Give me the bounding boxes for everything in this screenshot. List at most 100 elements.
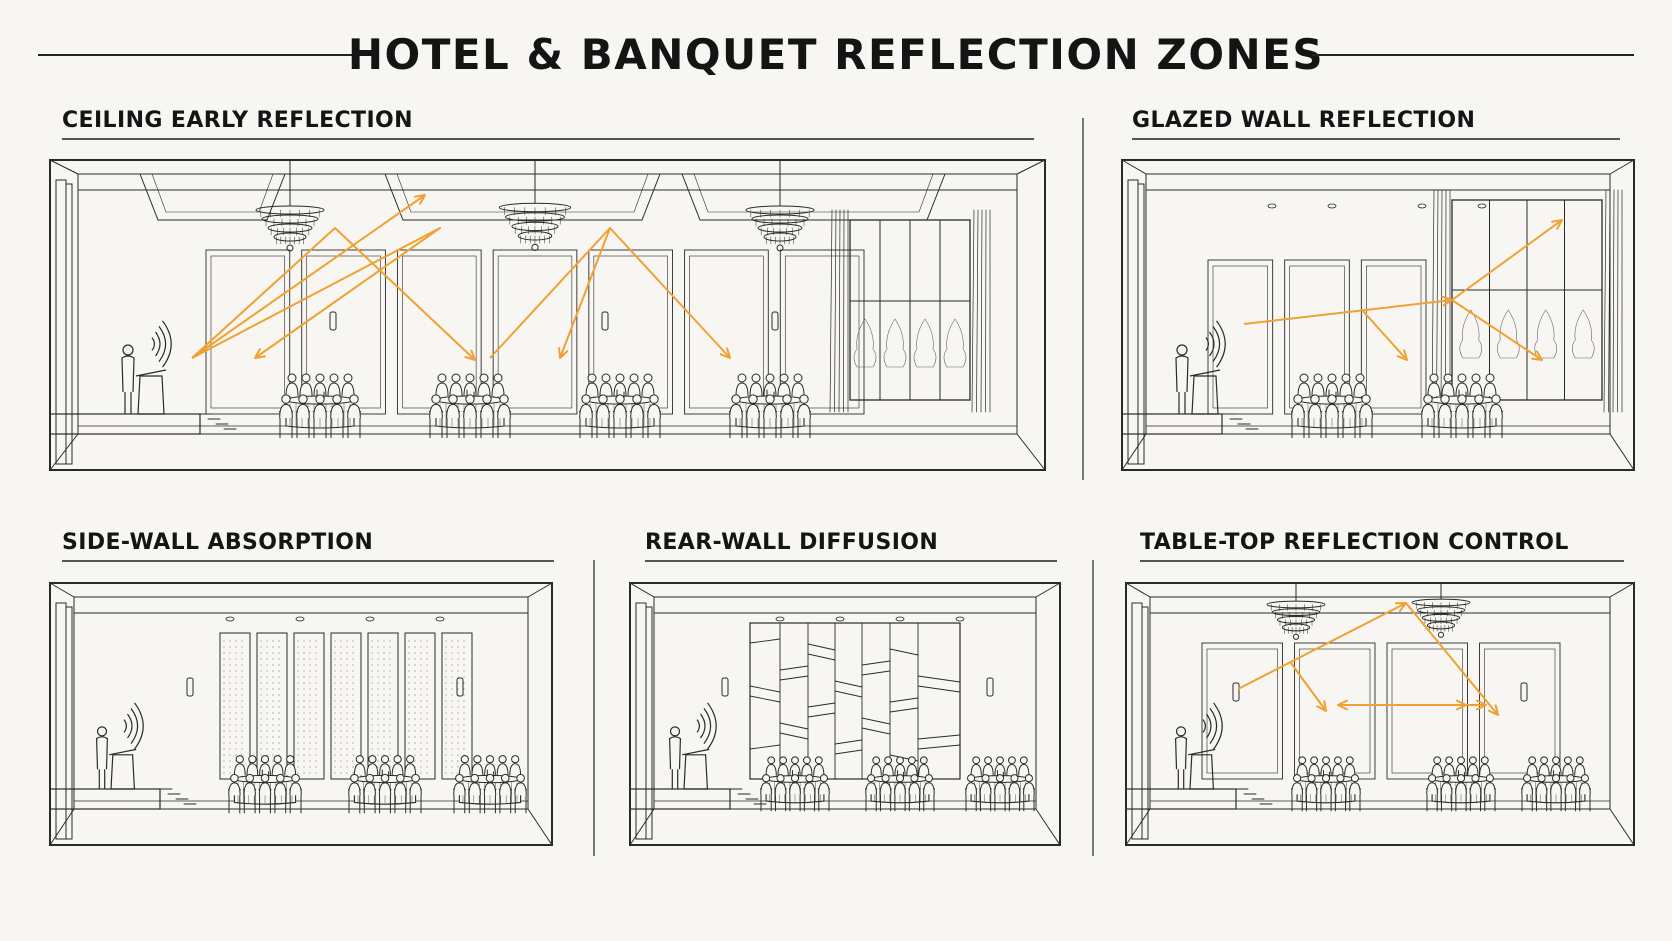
seated-guest — [729, 394, 743, 419]
recessed-lights — [225, 616, 445, 622]
seated-guest — [735, 373, 749, 397]
seated-guest — [404, 755, 417, 776]
seated-guest — [965, 774, 977, 795]
seated-guest — [1431, 756, 1443, 776]
stage — [1125, 788, 1273, 810]
banquet-table — [1420, 373, 1504, 438]
seated-guest — [1023, 774, 1035, 795]
seated-guest — [1421, 394, 1435, 419]
reflection-arrow — [1451, 299, 1543, 361]
panel-title: TABLE-TOP REFLECTION CONTROL — [1140, 530, 1569, 555]
seated-guest — [1574, 756, 1586, 776]
seated-guest — [363, 773, 376, 796]
seated-guest — [480, 394, 494, 419]
seated-guest — [378, 773, 392, 796]
sound-waves — [123, 702, 144, 750]
separator-bottom-right — [1092, 560, 1094, 856]
fabric-texture — [408, 640, 428, 774]
seated-guest — [228, 773, 241, 796]
stage — [629, 788, 767, 810]
seated-guest — [483, 773, 497, 796]
seated-guest — [449, 373, 463, 397]
seated-guest — [1308, 394, 1322, 419]
separator-top — [1082, 118, 1084, 480]
absorption-panels — [219, 632, 473, 780]
seated-guest — [803, 774, 816, 795]
banquet-table — [278, 373, 362, 438]
seated-guest — [313, 394, 327, 419]
seated-guest — [1538, 756, 1550, 776]
reflection-arrow — [1451, 219, 1563, 301]
seated-guest — [1564, 774, 1577, 795]
reflection-arrow — [489, 227, 611, 359]
header: HOTEL & BANQUET REFLECTION ZONES — [0, 0, 1672, 110]
page-title: HOTEL & BANQUET REFLECTION ZONES — [347, 30, 1325, 79]
podium — [1189, 369, 1221, 415]
seated-guest — [258, 773, 272, 796]
panel-title: GLAZED WALL REFLECTION — [1132, 108, 1476, 133]
seated-guest — [299, 373, 313, 397]
banquet-table — [1520, 756, 1592, 812]
seated-guest — [870, 756, 882, 776]
panel-rule — [1132, 138, 1620, 140]
podium — [109, 748, 137, 790]
seated-guest — [749, 373, 763, 397]
seated-guest — [1479, 756, 1491, 776]
seated-guest — [1342, 394, 1356, 419]
reflection-arrow — [1243, 295, 1453, 325]
seated-guest — [641, 373, 655, 397]
seated-guest — [970, 756, 982, 776]
seated-guest — [1008, 774, 1021, 795]
panel-rule — [62, 560, 554, 562]
panel-title: REAR-WALL DIFFUSION — [645, 530, 939, 555]
sound-waves — [696, 702, 717, 750]
room-frame — [1125, 582, 1635, 846]
panel-rule — [62, 138, 1034, 140]
speaker-at-podium — [668, 726, 682, 789]
seated-guest — [1526, 756, 1538, 776]
seated-guest — [1297, 373, 1311, 397]
banquet-table — [1290, 756, 1362, 812]
seated-guest — [1489, 394, 1503, 419]
seated-guest — [243, 773, 256, 796]
chandelier — [1266, 582, 1326, 640]
seated-guest — [801, 756, 813, 776]
seated-guest — [994, 774, 1006, 795]
seated-guest — [1291, 774, 1303, 795]
rear-wall-room-illustration — [629, 582, 1061, 846]
seated-guest — [1325, 394, 1339, 419]
seated-guest — [1320, 774, 1332, 795]
wall-sconce — [1232, 682, 1240, 702]
wall-sconce — [771, 311, 779, 331]
wall-sconce — [329, 311, 337, 331]
wall-sconce — [456, 677, 464, 697]
ceiling-room-illustration — [49, 159, 1046, 471]
panel-rule — [1140, 560, 1624, 562]
sound-waves — [1205, 320, 1226, 368]
seated-guest — [1334, 774, 1347, 795]
seated-guest — [1296, 756, 1308, 776]
seated-guest — [1550, 774, 1562, 795]
panel-title: CEILING EARLY REFLECTION — [62, 108, 413, 133]
reflection-arrow — [191, 194, 426, 359]
panel-rule — [645, 560, 1057, 562]
speaker-at-podium — [121, 344, 135, 414]
seated-guest — [923, 774, 935, 795]
table-top-room-illustration — [1125, 582, 1635, 846]
seated-guest — [579, 394, 593, 419]
fabric-texture — [223, 640, 243, 774]
seated-guest — [882, 756, 894, 776]
banquet-table — [728, 373, 812, 438]
seated-guest — [1535, 774, 1548, 795]
seated-guest — [491, 373, 505, 397]
seated-guest — [341, 373, 355, 397]
speaker-at-podium — [95, 726, 109, 789]
fabric-texture — [260, 640, 280, 774]
seated-guest — [233, 755, 246, 776]
reflection-arrow — [1456, 699, 1487, 711]
seated-guest — [1521, 774, 1533, 795]
sound-waves — [1202, 702, 1223, 750]
seated-guest — [327, 373, 341, 397]
seated-guest — [446, 394, 460, 419]
seated-guest — [409, 773, 422, 796]
